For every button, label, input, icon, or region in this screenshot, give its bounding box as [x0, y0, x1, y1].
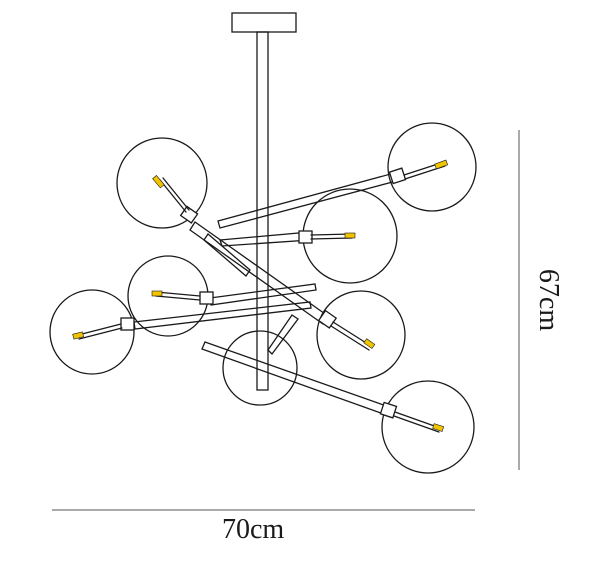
globe-bottom-right — [381, 380, 475, 474]
sockets — [120, 167, 407, 419]
arm-mid-right — [219, 231, 311, 247]
socket-mid-right — [298, 230, 313, 244]
socket-mid-left — [199, 291, 214, 305]
bulb-stems — [77, 161, 446, 433]
globe-center-low — [222, 330, 298, 406]
height-dimension-label: 67cm — [533, 268, 564, 332]
dimension-lines — [52, 130, 520, 511]
filament-top-right — [434, 159, 449, 170]
globe-right-low — [316, 290, 406, 380]
filament-far-left — [72, 331, 84, 340]
globe-far-left — [49, 289, 135, 375]
globe-top-left — [116, 137, 208, 229]
filament-right-low — [363, 338, 376, 349]
arm-top-right — [217, 171, 401, 229]
socket-right-low — [317, 309, 338, 329]
globe-top-right — [387, 122, 477, 212]
arm-left-mid — [209, 283, 317, 306]
arm-left-far — [133, 301, 312, 330]
filament-top-left — [152, 175, 165, 189]
ceiling-canopy — [231, 12, 297, 33]
arm-diagonal-center-2 — [203, 233, 251, 277]
arm-brace — [267, 314, 299, 355]
filament-mid-right — [344, 232, 356, 239]
socket-far-left — [120, 317, 135, 331]
filament-bottom-right — [432, 423, 445, 432]
filament-mid-left — [151, 290, 163, 297]
socket-top-right — [388, 167, 407, 185]
width-dimension-label: 70cm — [222, 514, 285, 545]
bulb-filaments — [72, 159, 449, 432]
central-rod — [256, 31, 269, 391]
